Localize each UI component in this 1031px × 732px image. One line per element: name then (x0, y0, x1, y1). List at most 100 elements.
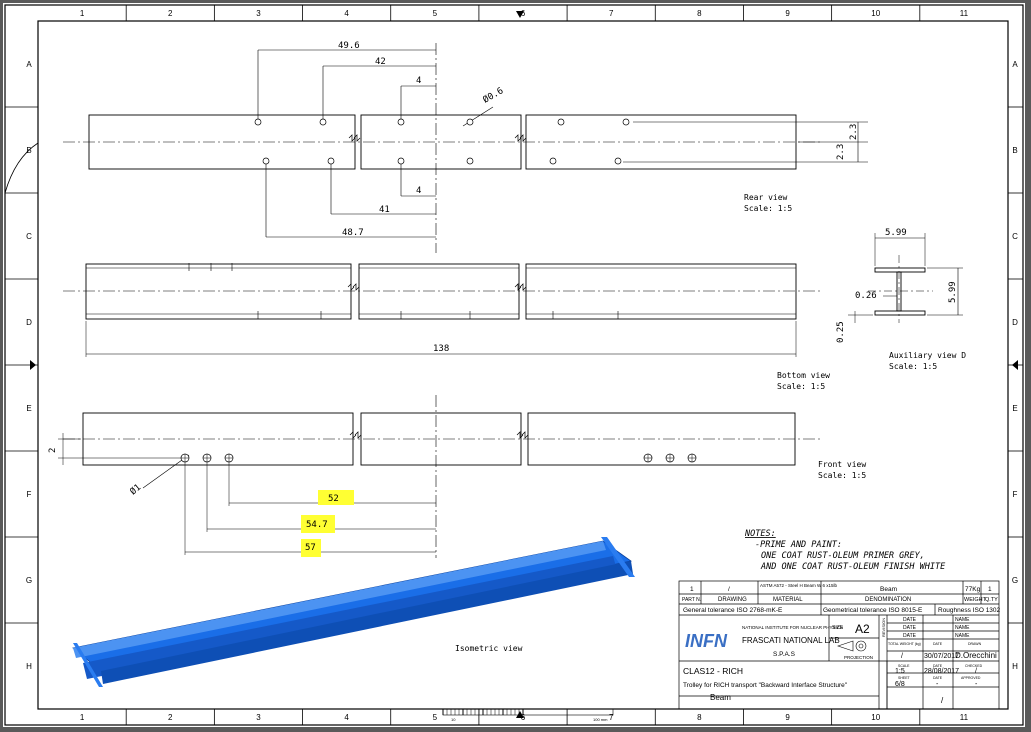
tb-weight: 77Kg (965, 586, 981, 593)
tb-slash: / (941, 696, 944, 705)
tb-head-denomination: DENOMINATION (865, 597, 911, 603)
grid-row-right-B: B (1012, 146, 1017, 155)
front-view-label: Front view (818, 460, 866, 469)
grid-col-bottom-9: 9 (785, 713, 790, 722)
inner-frame (37, 20, 1009, 710)
tb-checked-by: / (975, 668, 977, 675)
tb-date-drawn: 30/07/2017 (924, 653, 959, 660)
scale-bar-end: 100 mm (593, 717, 608, 722)
title-block (678, 580, 1000, 710)
tb-head-qty: Q.TY (985, 597, 998, 603)
grid-row-right-D: D (1012, 318, 1018, 327)
tb-project: CLAS12 - RICH (683, 666, 743, 676)
rear-view-label: Rear view (744, 193, 788, 202)
tb-part: 1 (690, 586, 694, 593)
scale-bar (442, 708, 614, 716)
tb-subtitle: Trolley for RICH transport "Backward Int… (683, 682, 848, 689)
front-dim-54-7: 54.7 (306, 520, 328, 530)
tb-dept: S.P.A.S (773, 651, 796, 658)
grid-row-left-A: A (26, 60, 32, 69)
tb-part-name: Beam (710, 693, 731, 702)
tb-qty: 1 (988, 586, 992, 593)
front-dim-52: 52 (328, 494, 339, 504)
bottom-view (63, 263, 823, 357)
grid-row-left-H: H (26, 662, 32, 671)
isometric-view-label: Isometric view (455, 644, 523, 653)
dim-138: 138 (433, 344, 449, 354)
grid-col-top-10: 10 (871, 9, 880, 18)
grid-col-bottom-11: 11 (960, 713, 969, 722)
grid-row-left-D: D (26, 318, 32, 327)
tb-drawn-by: D.Orecchini (955, 651, 997, 660)
tb-scale-label: SCALE (898, 664, 910, 668)
grid-col-bottom-10: 10 (871, 713, 880, 722)
grid-row-left-B: B (26, 146, 31, 155)
highlight-57 (301, 539, 321, 557)
highlight-52 (318, 490, 354, 505)
rear-view (63, 43, 868, 253)
tb-date-3: DATE (903, 633, 917, 639)
left-center-mark (30, 360, 36, 370)
notes-line-2: ONE COAT RUST-OLEUM PRIMER GREY, (761, 551, 925, 561)
curl-line (4, 142, 39, 194)
aux-dim-5-99-top: 5.99 (885, 228, 907, 238)
tb-tol-geom: Geometrical tolerance ISO 8015-E (823, 607, 923, 614)
grid-col-bottom-4: 4 (344, 713, 349, 722)
aux-view-label: Auxiliary view D (889, 351, 966, 360)
tb-head-drawing: DRAWING (718, 597, 747, 603)
aux-dim-5-99-side: 5.99 (948, 281, 958, 303)
tb-head-part: PART N. (682, 597, 701, 603)
grid-col-bottom-5: 5 (433, 713, 438, 722)
tb-denomination: Beam (880, 586, 897, 593)
tb-date-drawn-label: DATE (933, 642, 943, 646)
grid-row-left-E: E (26, 404, 31, 413)
grid-col-bottom-7: 7 (609, 713, 614, 722)
front-dim-2: 2 (48, 448, 58, 453)
tb-tol-general: General tolerance ISO 2768-mK-E (683, 607, 783, 614)
tb-roughness: Roughness ISO 1302 (938, 607, 1001, 614)
grid-col-top-9: 9 (785, 9, 790, 18)
tb-scale: 1:5 (895, 668, 905, 675)
notes-line-3: AND ONE COAT RUST-OLEUM FINISH WHITE (760, 562, 946, 572)
grid-col-bottom-3: 3 (256, 713, 261, 722)
tb-head-weight: WEIGHT (964, 597, 987, 603)
tb-name-1: NAME (955, 617, 970, 623)
tb-drawn-label: DRAWN (968, 642, 982, 646)
grid-col-top-7: 7 (609, 9, 614, 18)
grid-col-top-11: 11 (960, 9, 969, 18)
tb-approved-label: APPROVED (961, 676, 981, 680)
grid-columns: 11223344556677889910101111 (80, 5, 969, 725)
grid-row-left-C: C (26, 232, 32, 241)
grid-row-left-G: G (26, 576, 32, 585)
infn-logo: INFN (685, 631, 728, 651)
isometric-beam (72, 537, 635, 687)
grid-row-right-H: H (1012, 662, 1018, 671)
dim-48-7: 48.7 (342, 228, 364, 238)
tb-projection: PROJECTION (844, 655, 873, 660)
tb-approved-by: - (975, 681, 978, 688)
grid-col-top-2: 2 (168, 9, 173, 18)
tb-head-material: MATERIAL (773, 597, 803, 603)
dim-4-bottom: 4 (416, 186, 421, 196)
highlight-54-7 (301, 515, 335, 533)
tb-material: ASTM A572 - Steel H Beam W 6 x15lb (760, 583, 838, 588)
grid-row-left-F: F (27, 490, 32, 499)
grid-col-bottom-2: 2 (168, 713, 173, 722)
tb-name-3: NAME (955, 633, 970, 639)
grid-row-right-A: A (1012, 60, 1018, 69)
dim-hole-0-6: Ø0.6 (481, 85, 505, 105)
tb-checked-label: CHECKED (965, 664, 983, 668)
bottom-view-scale: Scale: 1:5 (777, 382, 825, 391)
grid-col-top-3: 3 (256, 9, 261, 18)
aux-dim-0-26: 0.26 (855, 291, 877, 301)
grid-row-right-F: F (1013, 490, 1018, 499)
right-center-mark (1012, 360, 1018, 370)
tb-sheet-label: SHEET (898, 676, 911, 680)
tb-size: A2 (855, 622, 870, 636)
tb-name-2: NAME (955, 625, 970, 631)
bottom-center-mark (516, 711, 524, 718)
grid-row-right-G: G (1012, 576, 1018, 585)
dim-4-top: 4 (416, 76, 421, 86)
tb-institute: NATIONAL INSTITUTE FOR NUCLEAR PHYSICS (742, 625, 843, 630)
